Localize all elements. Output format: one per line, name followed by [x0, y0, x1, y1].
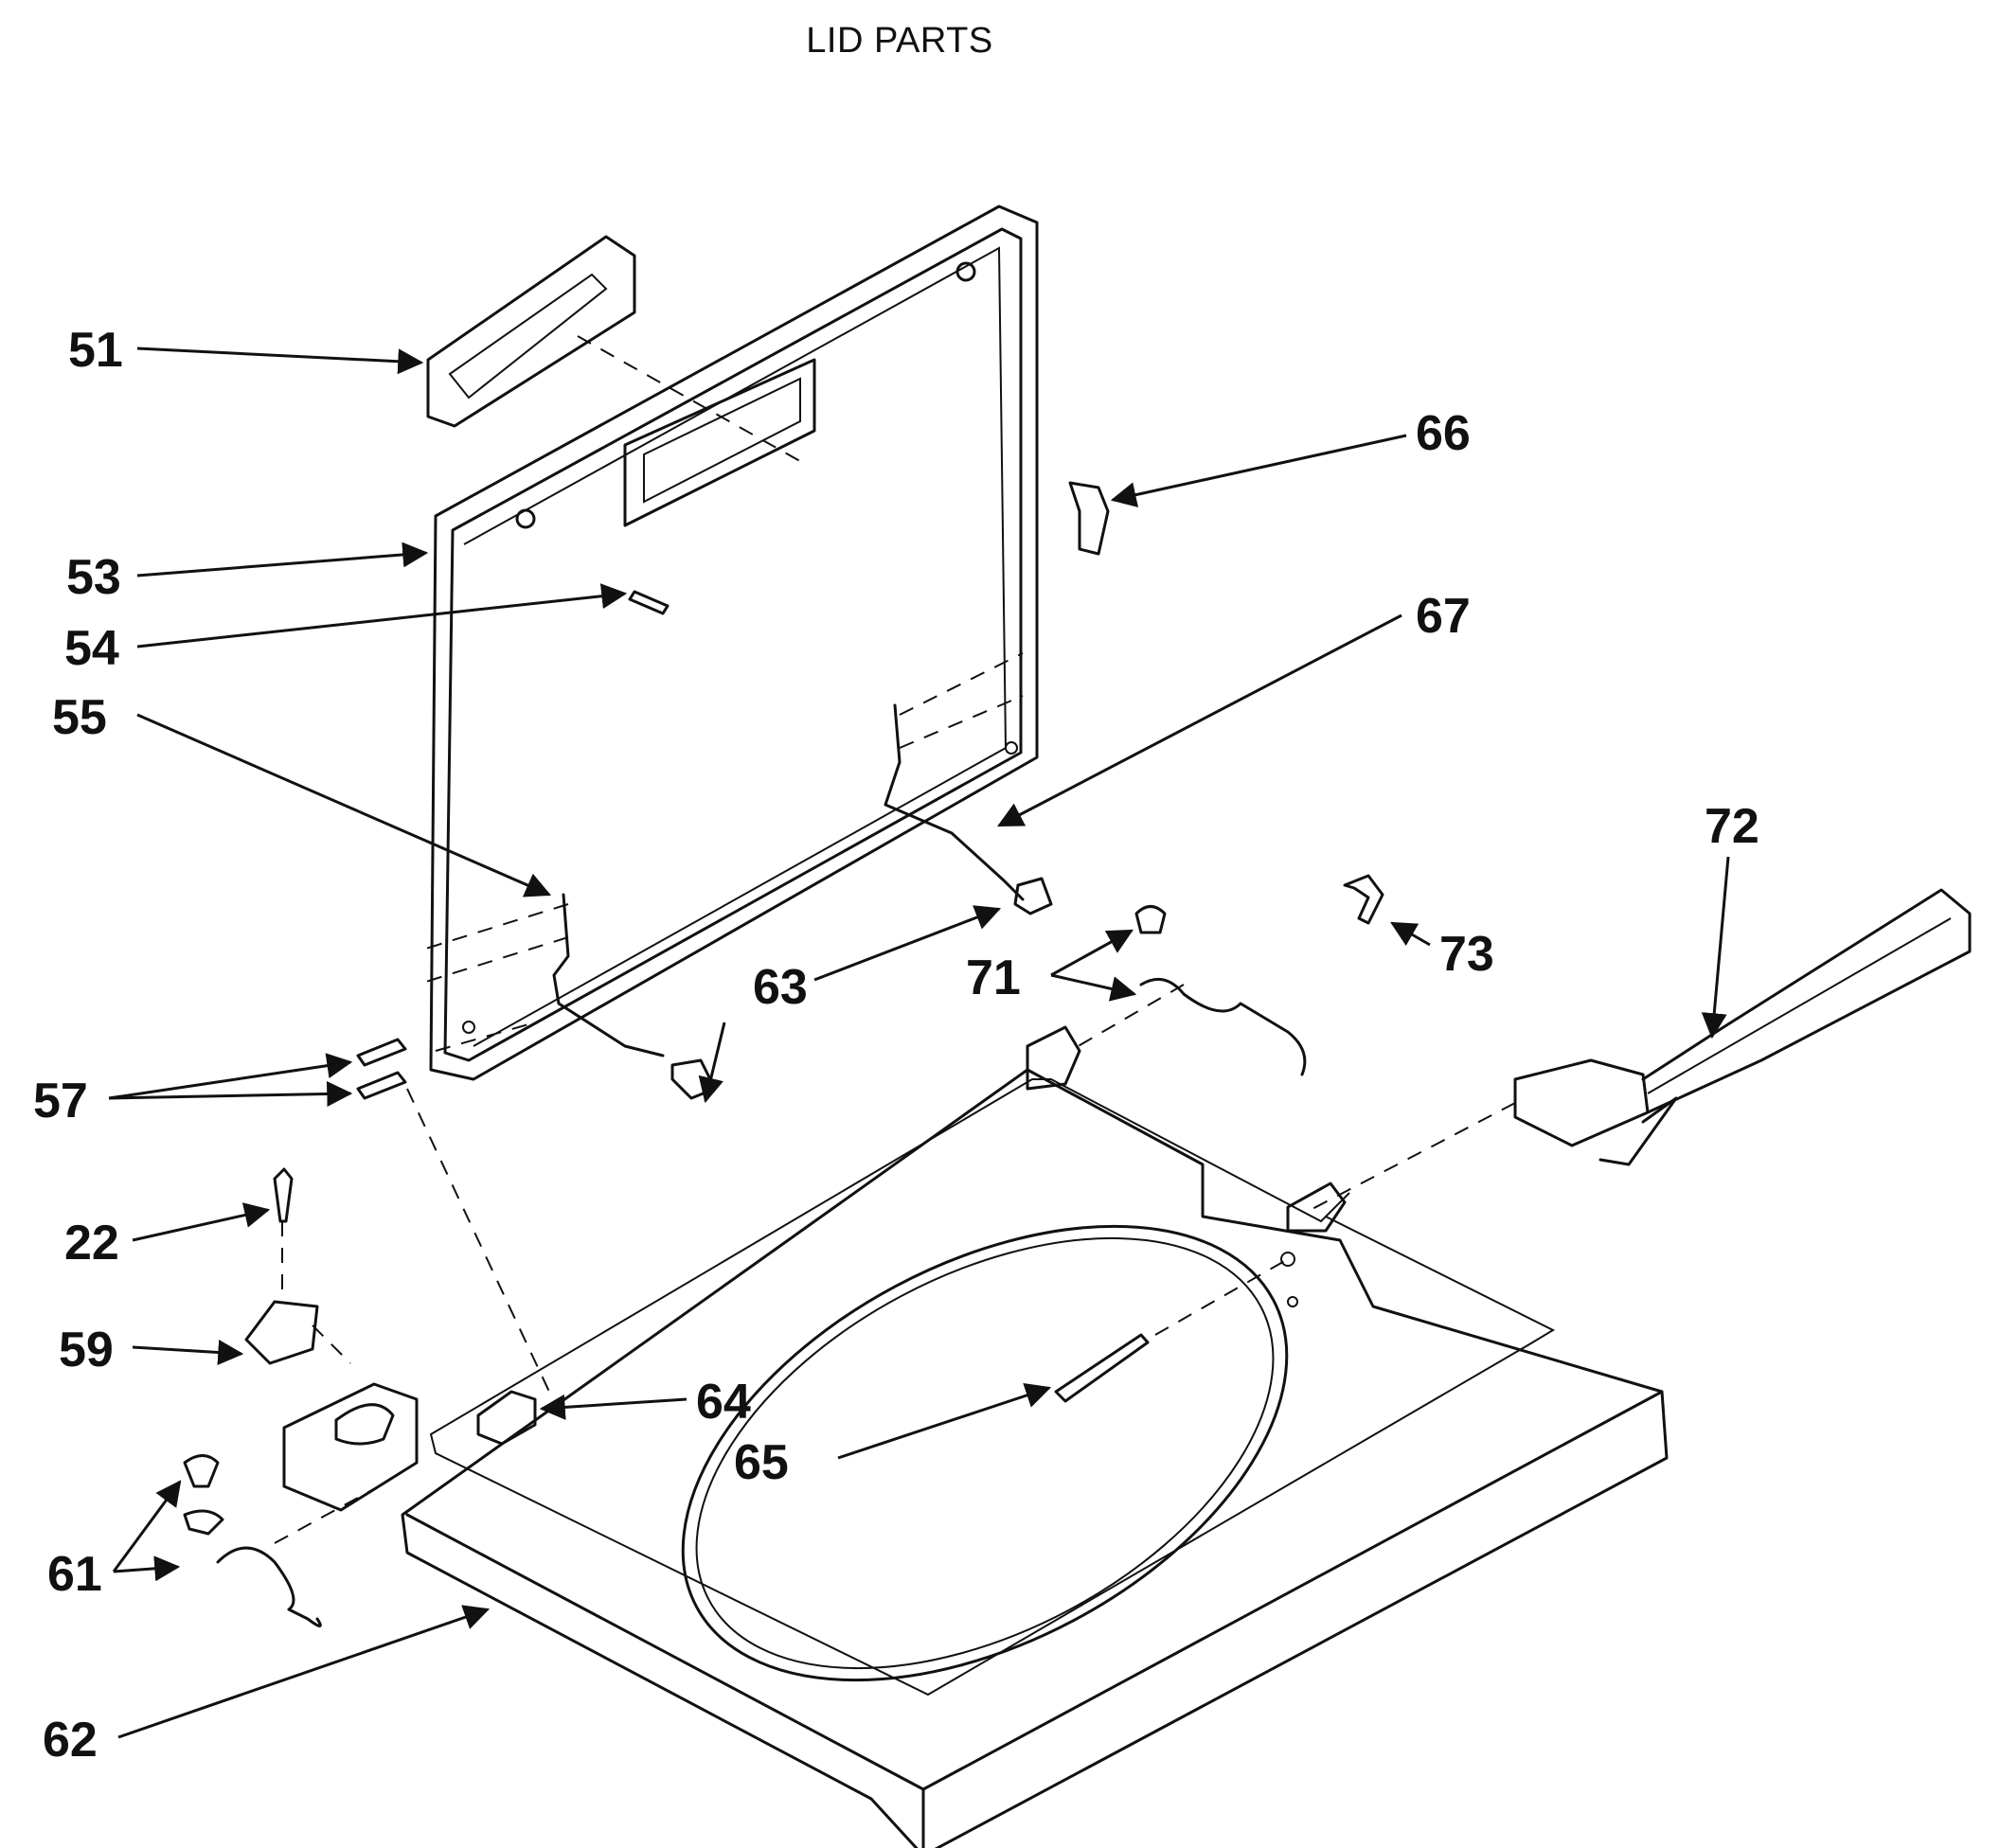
callout-66: 66 [1416, 406, 1471, 461]
clip-59 [244, 1300, 319, 1365]
callout-57: 57 [33, 1074, 88, 1128]
assembly-lines [274, 335, 1516, 1544]
clip-73 [1343, 874, 1384, 925]
callout-73: 73 [1439, 927, 1494, 982]
lid-frame [429, 204, 1039, 1081]
callout-63: 63 [753, 960, 808, 1015]
bumper-64 [476, 1390, 537, 1446]
leader-lines [108, 346, 1730, 1739]
hinge-rod-right [884, 703, 1025, 901]
spring-71 [1139, 977, 1307, 1076]
lid-top [282, 1025, 1669, 1848]
callout-71: 71 [966, 951, 1021, 1005]
hinge-rod-left [552, 893, 665, 1057]
callout-22: 22 [64, 1216, 119, 1270]
callout-65: 65 [734, 1435, 789, 1490]
callout-54: 54 [64, 621, 119, 676]
callout-72: 72 [1705, 799, 1759, 854]
screw-57b [356, 1071, 407, 1100]
callout-61: 61 [47, 1547, 102, 1602]
diagram-title: LID PARTS [806, 21, 993, 61]
callout-53: 53 [66, 550, 121, 605]
switch-harness-72 [1513, 1058, 1650, 1147]
pin-54 [628, 590, 670, 615]
screw-65 [1054, 1333, 1150, 1403]
callout-55: 55 [52, 690, 107, 745]
callout-59: 59 [59, 1323, 114, 1377]
callout-67: 67 [1416, 589, 1471, 644]
callout-62: 62 [43, 1713, 98, 1768]
spring-61 [216, 1546, 322, 1627]
window-plate [426, 235, 636, 428]
callout-51: 51 [68, 323, 123, 378]
screw-57a [356, 1038, 407, 1067]
callout-64: 64 [696, 1375, 751, 1430]
clip-66 [1068, 481, 1110, 556]
screw-22 [273, 1167, 294, 1223]
